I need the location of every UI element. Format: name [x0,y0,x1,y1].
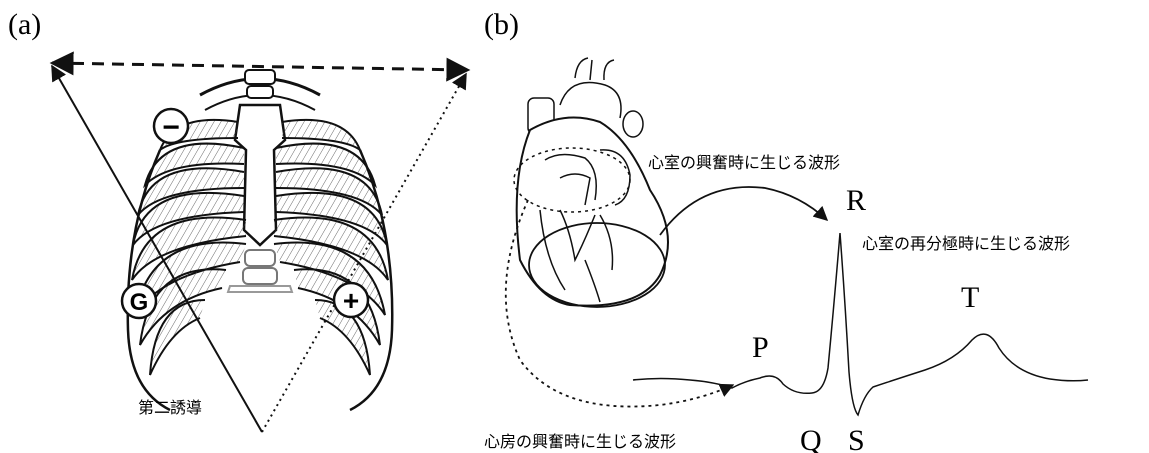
lead-ii-label: 第二誘導 [138,398,202,417]
wave-label-t: T [961,281,979,314]
wave-label-r: R [846,184,866,217]
annotation-ventricle-repolarization: 心室の再分極時に生じる波形 [862,234,1070,253]
electrode-positive: + [334,283,368,317]
wave-label-q: Q [800,424,822,453]
annotation-ventricle-excitation: 心室の興奮時に生じる波形 [648,153,840,172]
electrode-negative: − [154,109,188,144]
wave-label-p: P [752,331,769,364]
heart-illustration [514,58,668,307]
electrode-ground: G [122,284,156,318]
ventricle-to-r-arrow [660,187,827,235]
electrode-ground-label: G [130,289,149,316]
lead-i-dashed-line [52,63,468,70]
annotation-atrium-excitation: 心房の興奮時に生じる波形 [484,432,676,451]
electrode-negative-label: − [162,111,180,144]
wave-label-s: S [848,424,865,453]
electrode-positive-label: + [343,285,359,316]
ecg-waveform [633,233,1088,415]
panel-b-label: (b) [484,8,519,41]
panel-a-label: (a) [8,8,41,41]
